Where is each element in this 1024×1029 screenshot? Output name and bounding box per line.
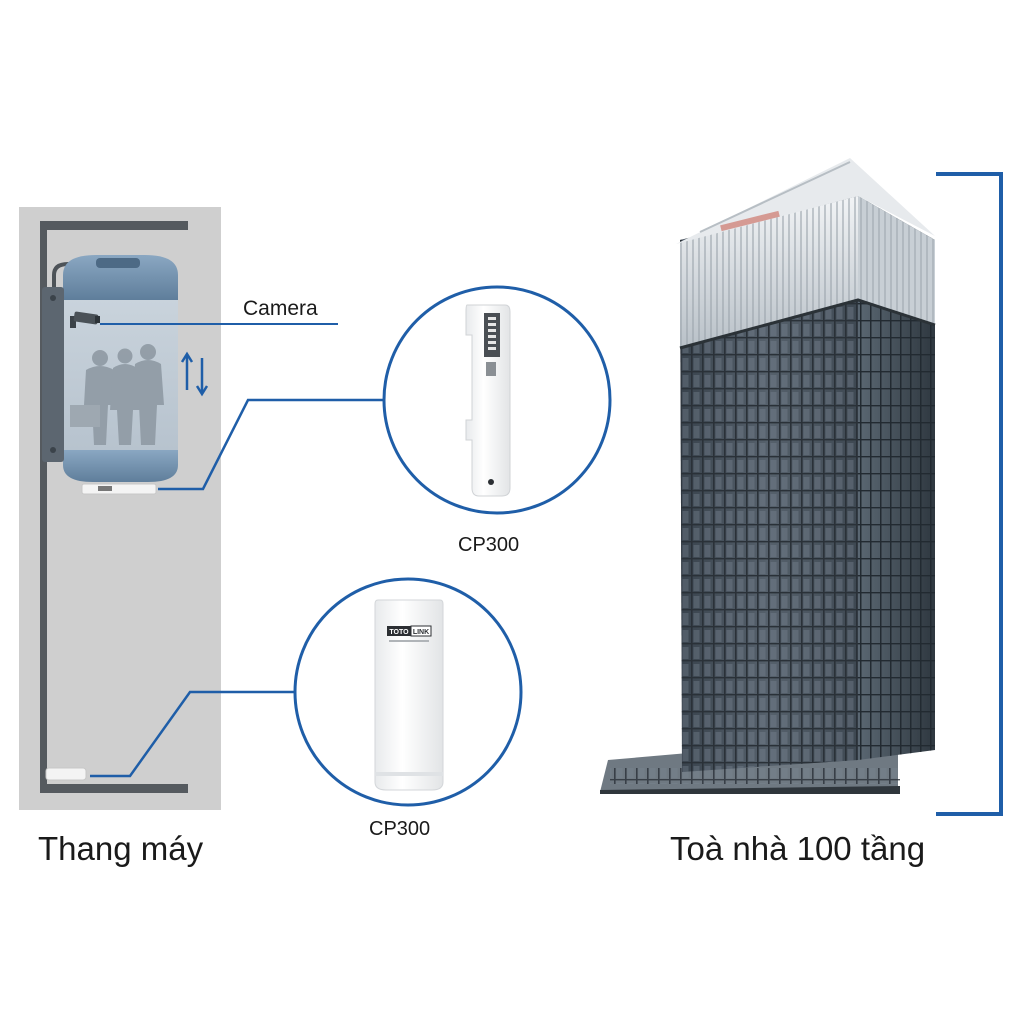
skyscraper <box>600 158 936 794</box>
connector-line-bottom <box>90 690 296 778</box>
svg-text:LINK: LINK <box>413 629 429 636</box>
elevator-title: Thang máy <box>38 830 204 867</box>
cp300-detail-circle-bottom: TOTO LINK <box>293 577 523 807</box>
camera-label: Camera <box>243 297 318 320</box>
passengers <box>70 344 164 445</box>
brand-logo: TOTO LINK <box>387 625 432 642</box>
cp300-shaft-device <box>45 767 87 781</box>
security-camera-icon <box>70 311 100 328</box>
elevator-cabin <box>42 255 209 495</box>
connector-line-top <box>158 398 383 491</box>
cp300-detail-circle-top <box>382 285 612 515</box>
height-bracket <box>936 172 1003 816</box>
cp300-top-label: CP300 <box>458 534 520 556</box>
building-title: Toà nhà 100 tầng <box>670 830 926 867</box>
cp300-elevator-device <box>81 483 157 495</box>
cp300-bottom-label: CP300 <box>369 818 431 840</box>
up-down-arrows-icon <box>180 351 209 397</box>
svg-text:TOTO: TOTO <box>389 629 409 636</box>
